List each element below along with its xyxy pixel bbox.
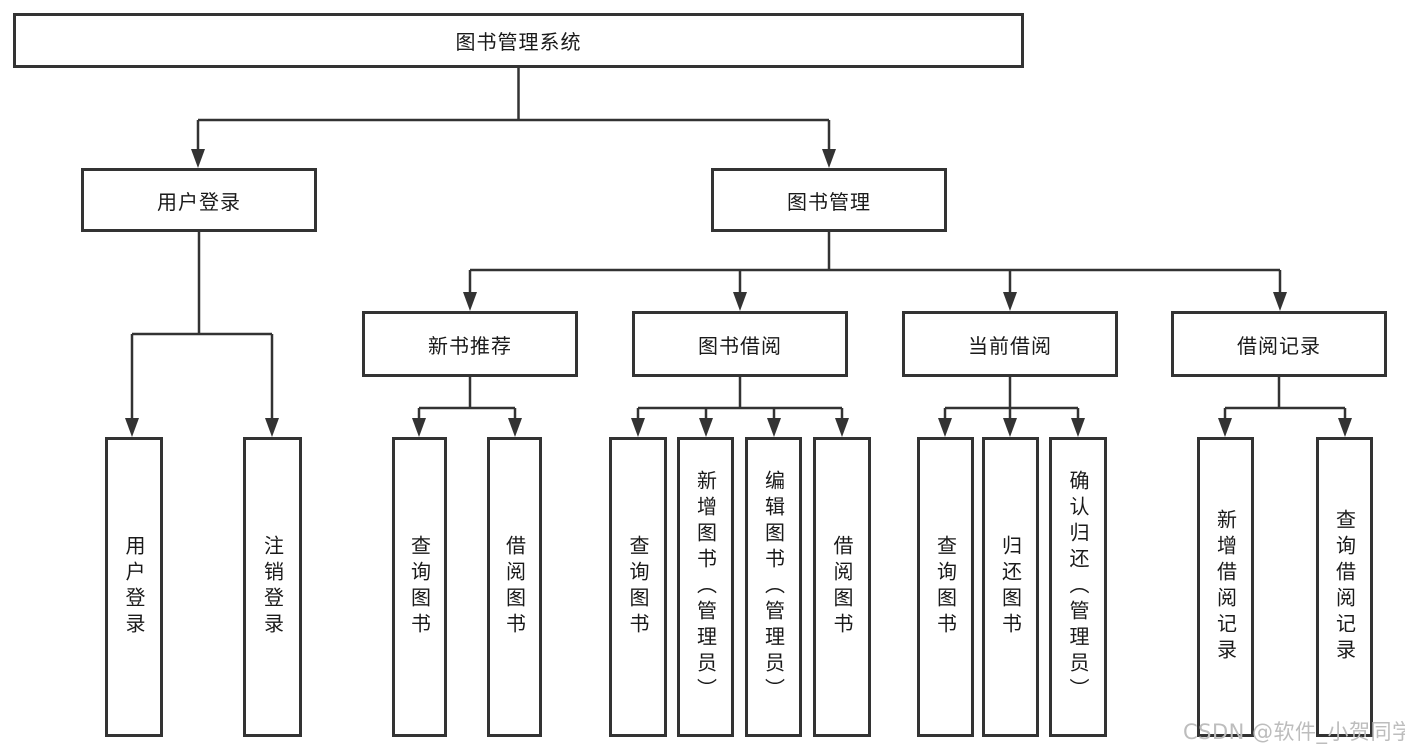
node-label: 用户登录 [122, 535, 146, 639]
leaf-return-books: 归还图书 [982, 437, 1039, 737]
leaf-logout-login: 注销登录 [243, 437, 302, 737]
leaf-confirm-return-admin: 确认归还（管理员） [1049, 437, 1107, 737]
leaf-query-borrow-record: 查询借阅记录 [1316, 437, 1373, 737]
node-book-management: 图书管理 [711, 168, 947, 232]
leaf-user-login: 用户登录 [105, 437, 163, 737]
node-library-management-system: 图书管理系统 [13, 13, 1024, 68]
node-label: 确认归还（管理员） [1066, 470, 1090, 704]
csdn-watermark: CSDN @软件_小贺同学 [1183, 720, 1405, 744]
leaf-add-borrow-record: 新增借阅记录 [1197, 437, 1254, 737]
node-label: 图书借阅 [698, 333, 782, 358]
node-label: 注销登录 [260, 535, 285, 639]
node-label: 当前借阅 [968, 333, 1052, 358]
leaf-query-books-current: 查询图书 [917, 437, 974, 737]
node-label: 借阅图书 [830, 535, 854, 639]
node-label: 查询借阅记录 [1332, 509, 1357, 665]
leaf-borrow-books-recommend: 借阅图书 [487, 437, 542, 737]
node-label: 新增图书（管理员） [693, 470, 718, 704]
node-label: 归还图书 [998, 535, 1023, 639]
leaf-query-books-borrowing: 查询图书 [609, 437, 667, 737]
node-label: 借阅记录 [1237, 333, 1321, 358]
node-current-borrowing: 当前借阅 [902, 311, 1118, 377]
node-borrowing-records: 借阅记录 [1171, 311, 1387, 377]
node-user-login: 用户登录 [81, 168, 317, 232]
leaf-add-books-admin: 新增图书（管理员） [677, 437, 734, 737]
node-label: 查询图书 [407, 535, 432, 639]
leaf-query-books-recommend: 查询图书 [392, 437, 447, 737]
leaf-edit-books-admin: 编辑图书（管理员） [745, 437, 802, 737]
node-label: 新增借阅记录 [1213, 509, 1238, 665]
leaf-borrow-books-borrowing: 借阅图书 [813, 437, 871, 737]
node-label: 查询图书 [933, 535, 958, 639]
node-label: 图书管理系统 [455, 30, 582, 54]
node-book-borrowing: 图书借阅 [632, 311, 848, 377]
node-label: 编辑图书（管理员） [761, 470, 786, 704]
node-label: 用户登录 [157, 189, 241, 214]
node-label: 借阅图书 [502, 535, 527, 639]
node-new-book-recommendation: 新书推荐 [362, 311, 578, 377]
node-label: 新书推荐 [428, 333, 512, 358]
node-label: 图书管理 [787, 189, 871, 214]
node-label: 查询图书 [626, 535, 650, 639]
